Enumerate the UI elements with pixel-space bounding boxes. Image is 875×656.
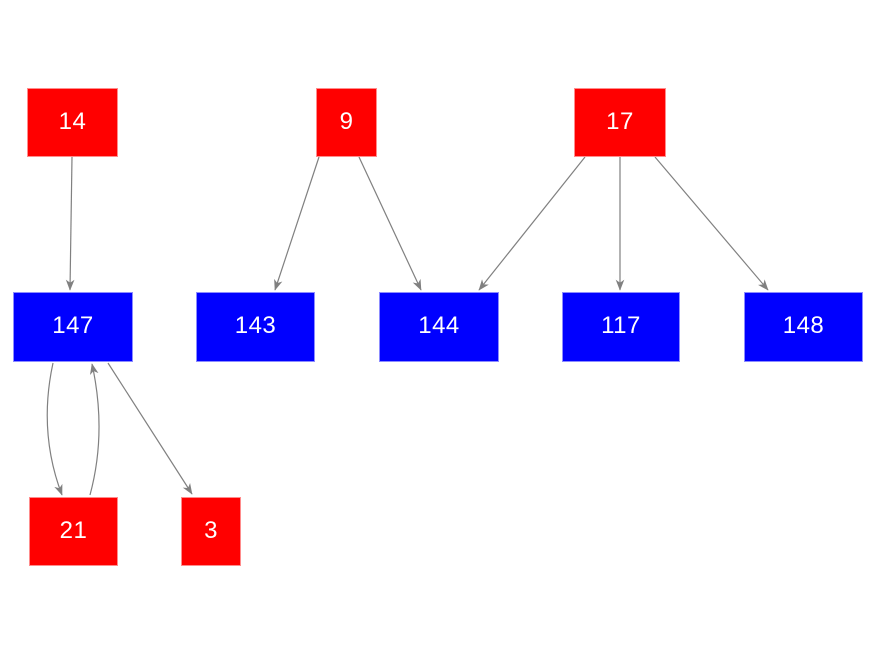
node-label-14: 14 [58,107,87,135]
graph-node-17[interactable]: 17 [574,88,666,157]
edge-17-to-144 [478,156,586,291]
graph-node-144[interactable]: 144 [379,292,499,362]
edge-9-to-144 [358,156,422,291]
node-label-147: 147 [52,312,94,339]
node-label-21: 21 [59,516,88,544]
node-label-9: 9 [339,107,354,135]
edge-17-to-148 [654,156,769,291]
edge-21-to-147 [89,363,100,496]
node-label-17: 17 [606,107,634,135]
edges-group [46,156,769,496]
graph-node-117[interactable]: 117 [562,292,680,362]
node-label-3: 3 [204,516,218,544]
graph-node-143[interactable]: 143 [196,292,315,362]
node-label-148: 148 [782,312,825,339]
node-label-144: 144 [418,312,460,339]
graph-node-148[interactable]: 148 [744,292,863,362]
graph-node-147[interactable]: 147 [13,292,133,362]
edge-147-to-21 [46,362,63,496]
graph-node-3[interactable]: 3 [181,497,241,566]
edge-147-to-3 [107,362,193,495]
graph-node-9[interactable]: 9 [316,88,377,157]
graph-node-21[interactable]: 21 [29,497,118,566]
edge-14-to-147 [65,156,75,291]
graph-node-14[interactable]: 14 [27,88,118,157]
edge-9-to-143 [274,156,320,291]
node-label-143: 143 [234,312,277,339]
node-label-117: 117 [601,312,641,339]
